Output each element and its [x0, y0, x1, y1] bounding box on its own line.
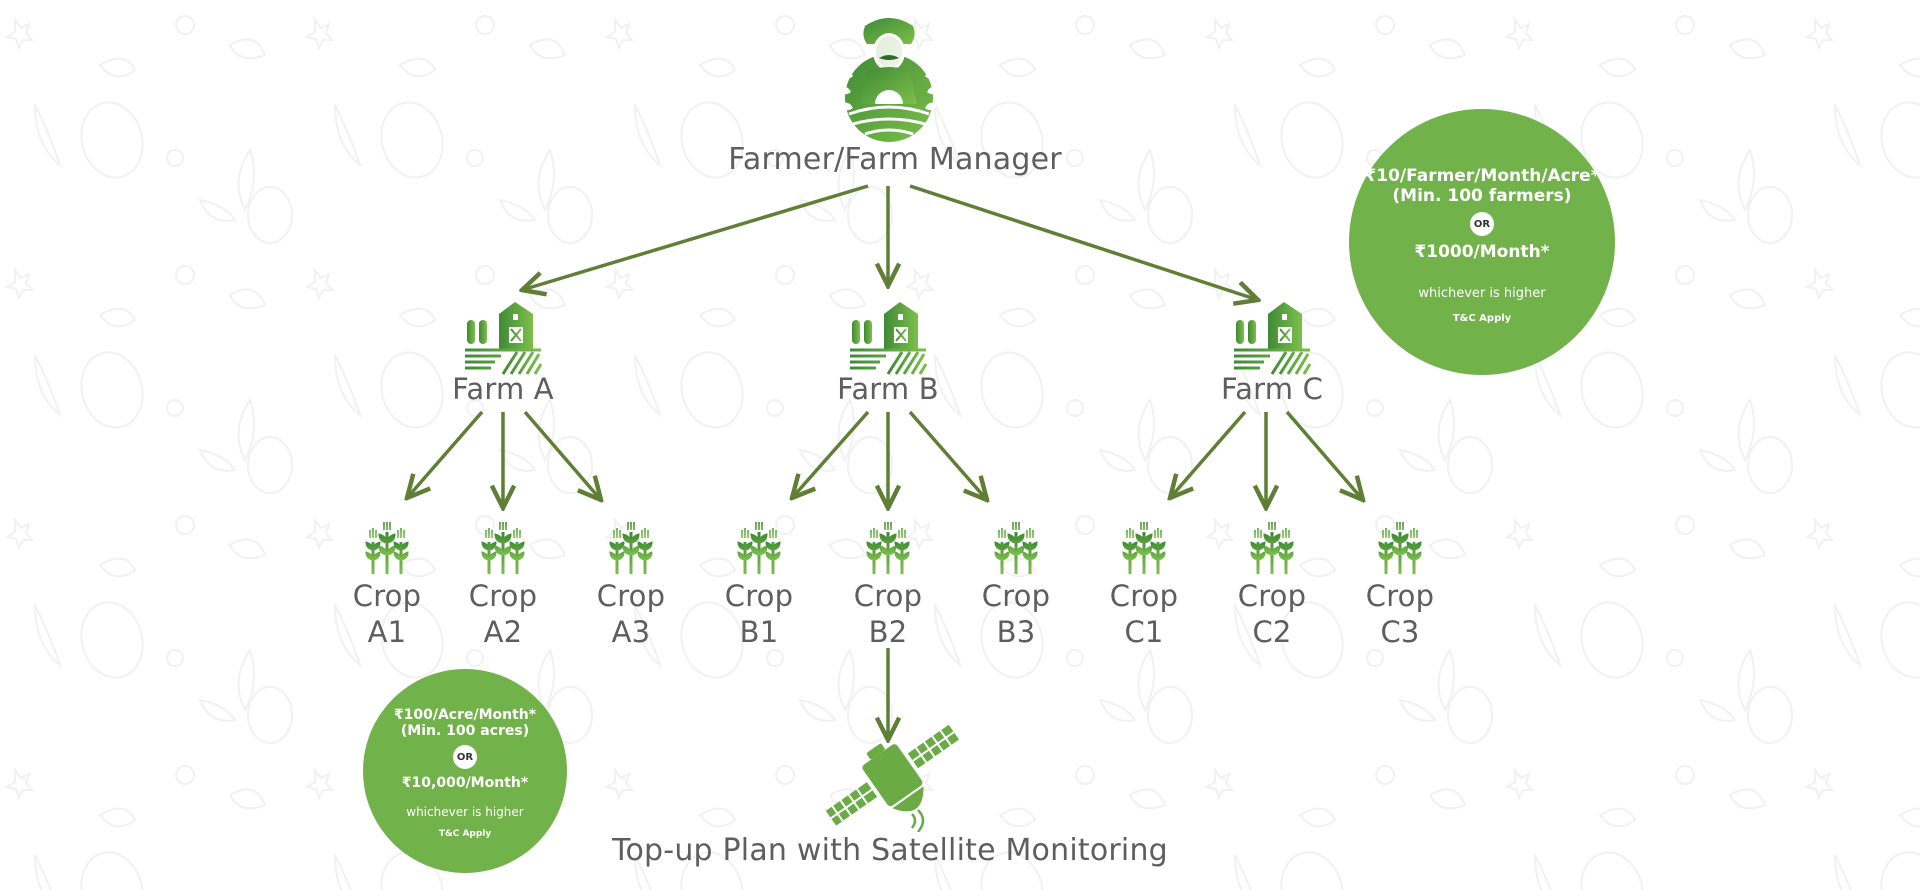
barn-icon — [463, 300, 543, 378]
price-flat: ₹1000/Month* — [1414, 242, 1550, 262]
arrow-farm-a-crop-a1 — [407, 410, 484, 498]
crop-label-line2: A1 — [367, 615, 407, 649]
crop-label-line1: Crop — [853, 579, 923, 613]
arrow-farm-b-crop-b3 — [908, 410, 987, 500]
crop-label-line2: B1 — [739, 615, 779, 649]
satellite-icon — [820, 720, 966, 833]
barn-icon — [848, 300, 928, 378]
pricing-badge-farmer: ₹10/Farmer/Month/Acre* (Min. 100 farmers… — [1349, 109, 1615, 375]
price-rate: ₹100/Acre/Month* — [393, 707, 537, 723]
or-badge: OR — [453, 745, 477, 769]
farm-label: Farm B — [837, 372, 939, 406]
arrow-farm-b-crop-b1 — [792, 410, 870, 498]
or-badge: OR — [1470, 212, 1494, 236]
root-label: Farmer/Farm Manager — [728, 142, 1062, 177]
topup-title: Top-up Plan with Satellite Monitoring — [612, 833, 1168, 868]
arrow-farm-a-crop-a3 — [523, 410, 601, 500]
crop-label-line2: C3 — [1380, 615, 1420, 649]
crop-label-line2: B3 — [996, 615, 1036, 649]
wheat-icon — [1119, 521, 1169, 578]
price-note: whichever is higher — [406, 805, 524, 819]
wheat-icon — [606, 521, 656, 578]
price-minimum: (Min. 100 farmers) — [1392, 186, 1572, 206]
wheat-icon — [478, 521, 528, 578]
crop-label-line2: A2 — [483, 615, 523, 649]
wheat-icon — [1375, 521, 1425, 578]
wheat-icon — [362, 521, 412, 578]
wheat-icon — [991, 521, 1041, 578]
crop-label-line1: Crop — [596, 579, 666, 613]
price-note: whichever is higher — [1418, 286, 1546, 301]
arrow-farm-c-crop-c1 — [1170, 410, 1247, 498]
wheat-icon — [863, 521, 913, 578]
crop-label-line1: Crop — [1109, 579, 1179, 613]
crop-label-line2: C1 — [1124, 615, 1164, 649]
crop-label-line2: B2 — [868, 615, 908, 649]
crop-label-line1: Crop — [1365, 579, 1435, 613]
crop-label-line1: Crop — [468, 579, 538, 613]
pricing-badge-topup: ₹100/Acre/Month* (Min. 100 acres) OR ₹10… — [363, 669, 567, 873]
wheat-icon — [1247, 521, 1297, 578]
price-flat: ₹10,000/Month* — [401, 775, 529, 791]
farmer-logo-icon — [831, 12, 947, 144]
arrow-root-farm-a — [522, 184, 869, 290]
crop-label-line1: Crop — [981, 579, 1051, 613]
wheat-icon — [734, 521, 784, 578]
farm-label: Farm C — [1220, 372, 1324, 406]
terms-note: T&C Apply — [1452, 313, 1512, 324]
crop-label-line2: A3 — [611, 615, 651, 649]
barn-icon — [1232, 300, 1312, 378]
price-minimum: (Min. 100 acres) — [400, 723, 530, 739]
arrow-farm-c-crop-c3 — [1285, 410, 1363, 500]
terms-note: T&C Apply — [438, 829, 492, 839]
crop-label-line1: Crop — [1237, 579, 1307, 613]
crop-label-line2: C2 — [1252, 615, 1292, 649]
price-rate: ₹10/Farmer/Month/Acre* — [1364, 166, 1600, 186]
crop-label-line1: Crop — [724, 579, 794, 613]
arrow-root-farm-c — [909, 184, 1258, 300]
crop-label-line1: Crop — [352, 579, 422, 613]
farm-label: Farm A — [452, 372, 554, 406]
